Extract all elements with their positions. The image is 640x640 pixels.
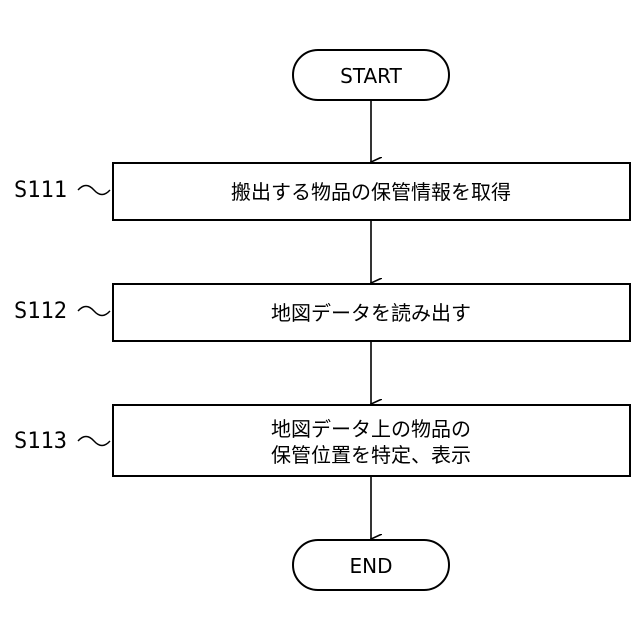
leader-s113 xyxy=(78,437,110,446)
process-text-s113-line1: 地図データ上の物品の xyxy=(271,417,471,441)
step-id-s113: S113 xyxy=(14,429,67,454)
leader-s111 xyxy=(78,186,110,195)
process-text-s111: 搬出する物品の保管情報を取得 xyxy=(231,180,511,204)
step-id-s112: S112 xyxy=(14,299,67,324)
end-label: END xyxy=(350,554,393,578)
start-label: START xyxy=(340,64,402,88)
leader-s112 xyxy=(78,307,110,316)
step-id-s111: S111 xyxy=(14,178,67,203)
process-text-s112: 地図データを読み出す xyxy=(271,301,471,325)
process-text-s113-line2: 保管位置を特定、表示 xyxy=(271,443,471,467)
